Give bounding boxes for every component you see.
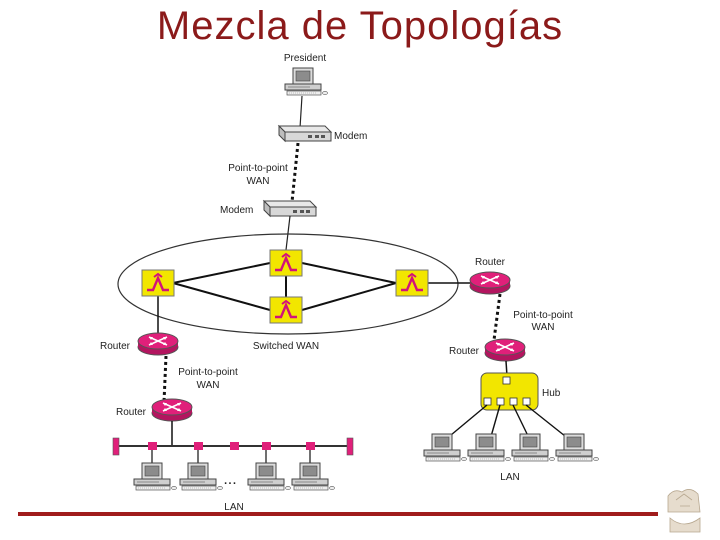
modem-switch-link	[285, 215, 291, 251]
router-left-lower-icon	[151, 398, 193, 422]
modem-top-icon	[278, 125, 332, 142]
switched-wan-label: Switched WAN	[253, 341, 319, 352]
modem-bottom-icon	[263, 200, 317, 217]
modem-bottom-label: Modem	[220, 205, 253, 216]
router-left-label: Router	[100, 341, 131, 352]
p2p-wan-link-top	[290, 142, 300, 203]
ellipsis-label: ...	[223, 471, 236, 488]
lan-left-computer-icon	[291, 462, 335, 491]
router-left-icon	[137, 332, 179, 356]
lan-left-label: LAN	[224, 502, 243, 513]
p2p-right-label-1: Point-to-point	[513, 310, 573, 321]
router-right-label: Router	[475, 257, 506, 268]
p2p-left-label-1: Point-to-point	[178, 367, 238, 378]
bus-lan	[112, 437, 354, 456]
lan-left-computer-icon	[133, 462, 177, 491]
p2p-top-label-2: WAN	[247, 176, 270, 187]
p2p-wan-link-left	[162, 355, 168, 403]
p2p-top-label-1: Point-to-point	[228, 163, 288, 174]
switch-links	[172, 262, 397, 311]
router-right-lower-label: Router	[449, 346, 480, 357]
lan-right-computer-icon	[423, 433, 467, 462]
switch-left-icon	[140, 268, 176, 298]
switch-right-icon	[394, 268, 430, 298]
p2p-wan-link-right	[492, 293, 502, 341]
bus-drop-links	[151, 450, 311, 463]
router-right-icon	[469, 271, 511, 295]
lan-link	[299, 95, 303, 129]
lan-right-label: LAN	[500, 472, 519, 483]
page-title: Mezcla de Topologías	[156, 4, 564, 48]
logo-icon	[667, 489, 701, 533]
lan-right-computer-icon	[555, 433, 599, 462]
switch-bottom-icon	[268, 295, 304, 325]
p2p-left-label-2: WAN	[197, 380, 220, 391]
router-right-lower-icon	[484, 338, 526, 362]
switch-top-icon	[268, 248, 304, 278]
lan-left-computer-icon	[247, 462, 291, 491]
president-computer-icon	[284, 67, 328, 96]
lan-left-computer-icon	[179, 462, 223, 491]
hub-icon	[480, 372, 539, 411]
president-label: President	[284, 53, 326, 64]
hub-label: Hub	[542, 388, 561, 399]
switched-wan-cloud	[117, 233, 459, 335]
modem-top-label: Modem	[334, 131, 367, 142]
p2p-right-label-2: WAN	[532, 322, 555, 333]
router-left-lower-label: Router	[116, 407, 147, 418]
bottom-rule	[18, 512, 658, 516]
lan-right-computer-icon	[511, 433, 555, 462]
lan-right-computer-icon	[467, 433, 511, 462]
